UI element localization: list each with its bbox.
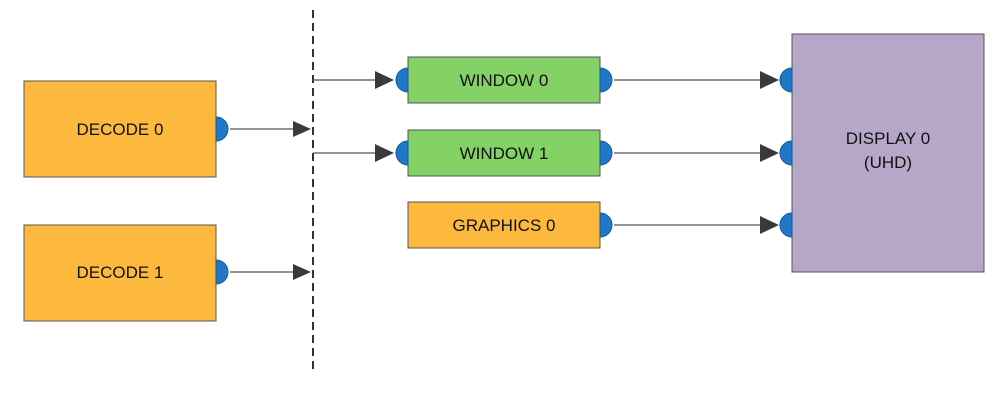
input-port-icon (779, 212, 793, 238)
input-port-icon (779, 67, 793, 93)
display-0-box (791, 33, 985, 273)
decode-1-box (23, 224, 217, 322)
arrowhead-icon (760, 216, 779, 234)
arrowhead-icon (375, 144, 394, 162)
node-decode-0: DECODE 0 (23, 80, 229, 178)
decode-0-label: DECODE 0 (77, 120, 164, 139)
display-0-label: DISPLAY 0 (846, 129, 930, 148)
display-0-sublabel: (UHD) (864, 153, 912, 172)
arrowhead-icon (293, 264, 311, 280)
node-window-1: WINDOW 1 (395, 129, 613, 177)
output-port-icon (599, 67, 613, 93)
output-port-icon (599, 140, 613, 166)
node-window-0: WINDOW 0 (395, 56, 613, 104)
output-port-icon (215, 116, 229, 142)
graphics-0-box (407, 201, 601, 249)
node-decode-1: DECODE 1 (23, 224, 229, 322)
window-1-label: WINDOW 1 (460, 144, 549, 163)
output-port-icon (599, 212, 613, 238)
input-port-icon (779, 140, 793, 166)
decode-0-box (23, 80, 217, 178)
graphics-0-label: GRAPHICS 0 (453, 216, 556, 235)
edges (230, 71, 779, 280)
arrowhead-icon (760, 71, 779, 89)
arrowhead-icon (293, 121, 311, 137)
node-display-0: DISPLAY 0 (UHD) (779, 33, 985, 273)
arrowhead-icon (760, 144, 779, 162)
window-0-label: WINDOW 0 (460, 71, 549, 90)
input-port-icon (395, 67, 409, 93)
output-port-icon (215, 259, 229, 285)
node-graphics-0: GRAPHICS 0 (407, 201, 613, 249)
input-port-icon (395, 140, 409, 166)
decode-1-label: DECODE 1 (77, 263, 164, 282)
arrowhead-icon (375, 71, 394, 89)
